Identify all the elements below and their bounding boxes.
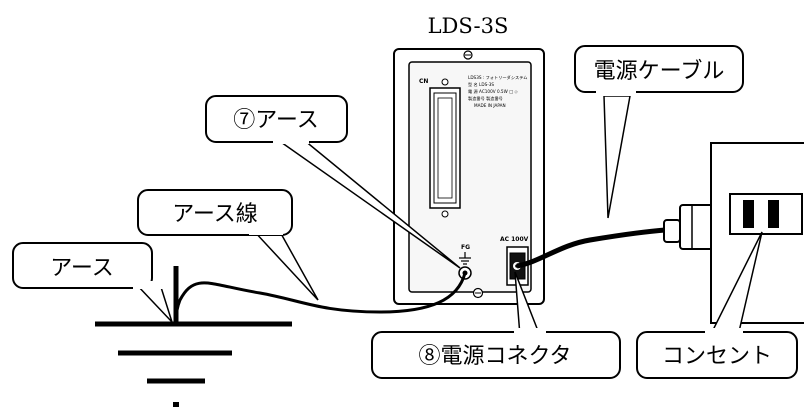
- wall-outlet: [710, 142, 804, 324]
- callout-power-connector-text: ⑧電源コネクタ: [418, 344, 571, 369]
- nameplate-line: MADE IN JAPAN: [474, 103, 506, 108]
- fg-label: FG: [461, 244, 470, 251]
- callout-earth-wire-text: アース線: [172, 202, 258, 227]
- callout-power-connector: ⑧電源コネクタ: [371, 271, 621, 379]
- nameplate-line: 型 名 LDS-3S: [468, 81, 494, 88]
- callout-outlet-text: コンセント: [662, 344, 772, 369]
- ac-label: AC 100V: [500, 236, 529, 243]
- model-title: LDS-3S: [428, 14, 509, 38]
- cn-label: CN: [419, 78, 428, 85]
- earth-ground-icon: [95, 266, 292, 407]
- cn-connector: [429, 78, 461, 218]
- callout-power-cable-text: 電源ケーブル: [594, 59, 725, 84]
- callout-earth-terminal-text: ⑦アース: [233, 108, 319, 133]
- ground-symbol-icon: [459, 252, 471, 265]
- nameplate: LDS3S : フォトリーダシステム 型 名 LDS-3S 電 源 AC100V…: [468, 74, 527, 108]
- nameplate-line: 電 源 AC100V 0.5W □ ◇: [468, 88, 518, 95]
- nameplate-line: LDS3S : フォトリーダシステム: [468, 74, 527, 81]
- callout-power-cable: 電源ケーブル: [574, 45, 744, 219]
- callout-earth-wire: アース線: [137, 189, 319, 301]
- power-cable: [516, 227, 666, 269]
- callout-outlet: コンセント: [636, 231, 798, 379]
- earth-wire: [174, 272, 467, 322]
- device-unit: CN LDS3S : フォトリーダシステム 型 名 LDS-3S 電 源 AC1…: [393, 48, 545, 305]
- callout-earth-text: アース: [50, 256, 114, 281]
- callout-earth-terminal: ⑦アース: [205, 95, 461, 269]
- nameplate-line: 製造番号 製造番号: [468, 95, 503, 102]
- callout-earth: アース: [12, 242, 173, 323]
